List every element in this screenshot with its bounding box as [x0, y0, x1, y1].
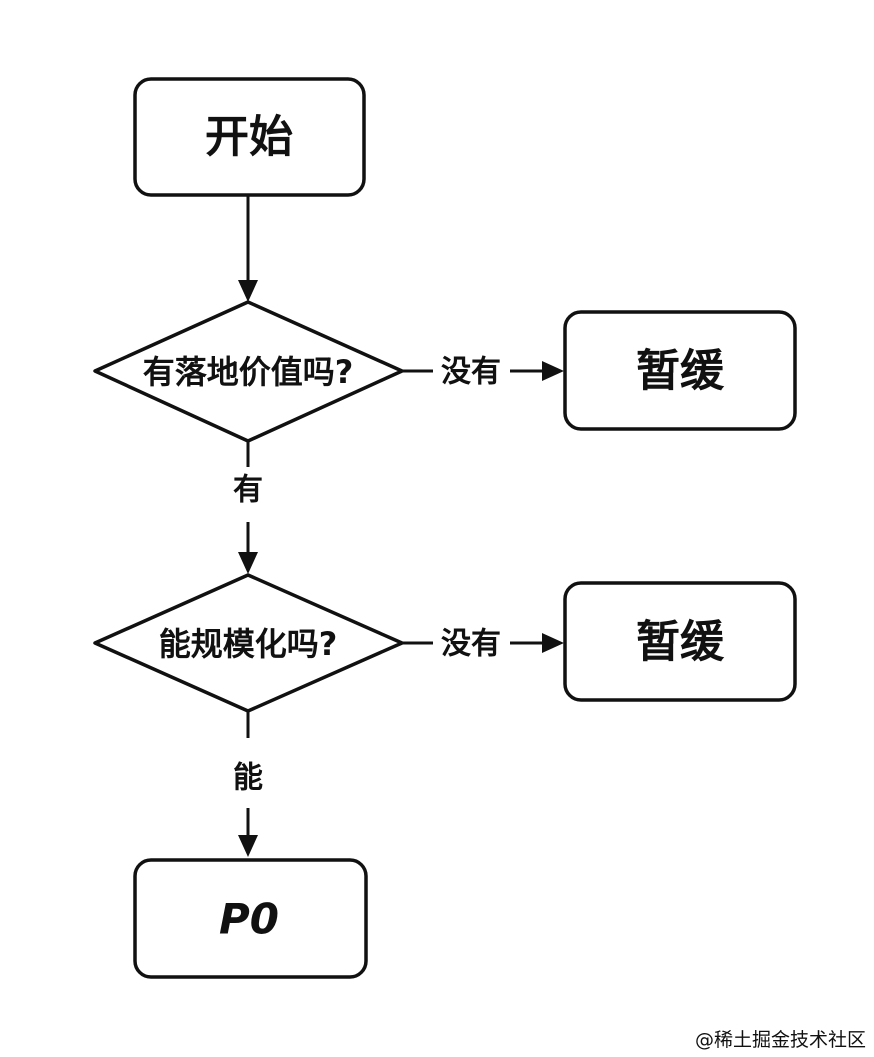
- p0-label: P0: [219, 895, 279, 944]
- arrow-down-icon: [238, 835, 258, 857]
- node-p0: P0: [133, 858, 368, 979]
- pause-1-box: [563, 310, 797, 431]
- edge-label-no-1: 没有: [441, 355, 501, 390]
- edge-label-yes-2: 能: [233, 761, 263, 796]
- start-box: [133, 77, 366, 197]
- arrow-down-icon: [238, 280, 258, 302]
- decision-value-label: 有落地价值吗?: [143, 353, 354, 391]
- node-start: 开始: [133, 77, 366, 197]
- node-pause-2: 暂缓: [563, 581, 797, 702]
- start-label: 开始: [205, 112, 293, 163]
- node-decision-value: 有落地价值吗?: [93, 300, 404, 443]
- edge-decision2-no: 没有: [403, 627, 564, 662]
- edge-decision2-yes: 能: [233, 711, 263, 857]
- edge-label-yes-1: 有: [233, 473, 263, 508]
- node-decision-scale: 能规模化吗?: [93, 573, 404, 713]
- node-pause-1: 暂缓: [563, 310, 797, 431]
- decision-scale-label: 能规模化吗?: [159, 625, 338, 663]
- edge-decision1-no: 没有: [403, 355, 564, 390]
- edge-start-to-decision1: [238, 196, 258, 302]
- pause-2-box: [563, 581, 797, 702]
- arrow-down-icon: [238, 552, 258, 574]
- edge-label-no-2: 没有: [441, 627, 501, 662]
- pause-1-label: 暂缓: [636, 346, 725, 397]
- arrow-right-icon: [542, 633, 564, 653]
- edge-decision1-yes: 有: [233, 441, 263, 574]
- arrow-right-icon: [542, 361, 564, 381]
- p0-box: [133, 858, 368, 979]
- watermark: @稀土掘金技术社区: [695, 1029, 866, 1051]
- pause-2-label: 暂缓: [636, 617, 725, 668]
